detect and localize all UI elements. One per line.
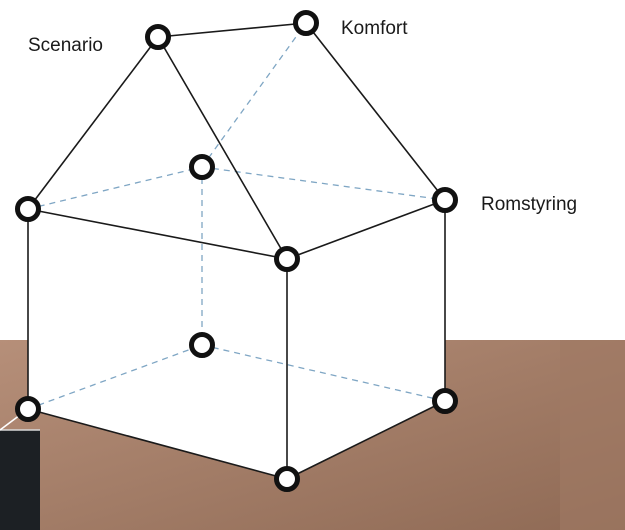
tv-screen xyxy=(0,430,40,530)
edge xyxy=(27,208,288,260)
nodes xyxy=(15,10,458,492)
hidden-edge xyxy=(27,344,203,410)
roof-face xyxy=(28,23,445,259)
edge xyxy=(157,22,307,38)
wall-shade xyxy=(560,340,625,530)
base-front-node[interactable] xyxy=(274,466,300,492)
visible-edges xyxy=(0,22,446,480)
hidden-edge xyxy=(201,22,307,168)
ridge-front-node[interactable] xyxy=(145,24,171,50)
label-scenario: Scenario xyxy=(28,35,103,56)
right-wall-face xyxy=(287,200,445,479)
edge xyxy=(157,36,288,260)
label-romstyring: Romstyring xyxy=(481,194,577,215)
eave-right-node[interactable] xyxy=(432,187,458,213)
edge xyxy=(286,199,446,260)
hidden-edges xyxy=(27,22,446,410)
base-back-hidden-node[interactable] xyxy=(189,332,215,358)
eave-front-node[interactable] xyxy=(274,246,300,272)
hidden-edge xyxy=(27,166,203,210)
base-right-node[interactable] xyxy=(432,388,458,414)
hidden-edge xyxy=(201,344,446,402)
house-faces xyxy=(28,23,445,479)
edge xyxy=(286,400,446,480)
eave-back-hidden-node[interactable] xyxy=(189,154,215,180)
edge xyxy=(27,408,288,480)
label-komfort: Komfort xyxy=(341,18,408,39)
ridge-back-node[interactable] xyxy=(293,10,319,36)
edge xyxy=(27,36,159,210)
base-left-node[interactable] xyxy=(15,396,41,422)
eave-left-node[interactable] xyxy=(15,196,41,222)
hidden-edge xyxy=(201,166,446,201)
edge xyxy=(305,22,446,201)
left-wall-face xyxy=(28,209,287,479)
